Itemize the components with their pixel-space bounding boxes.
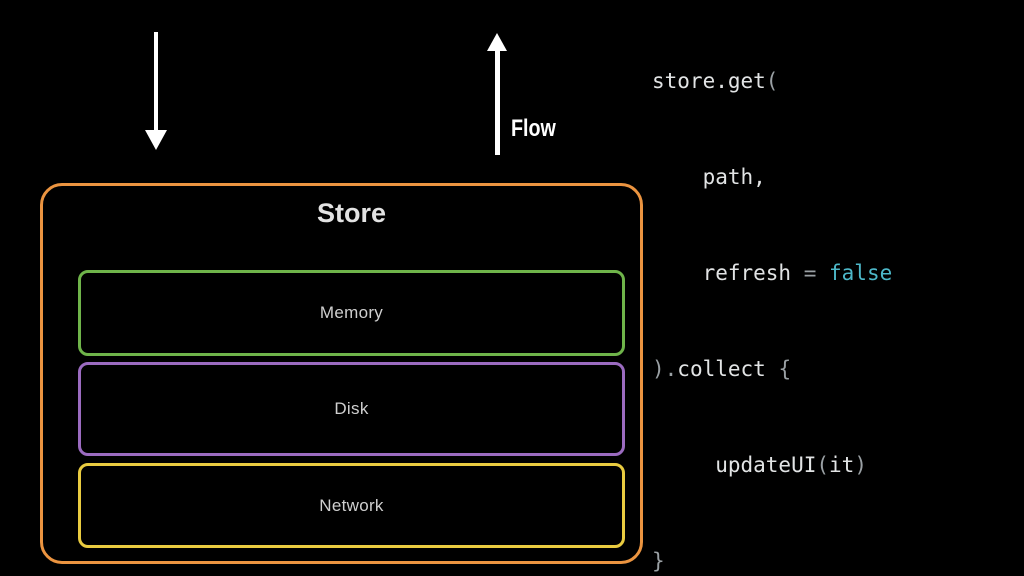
code-token: =: [803, 261, 830, 285]
layer-label-disk: Disk: [334, 399, 369, 418]
layer-disk: Disk: [78, 362, 625, 456]
code-block: store.get( path, refresh = false ).colle…: [652, 1, 892, 576]
code-token: }: [652, 549, 665, 573]
down-arrow-icon: [145, 32, 167, 150]
code-token: (: [765, 69, 779, 93]
up-arrow-icon: [487, 33, 507, 155]
code-line: }: [652, 545, 892, 576]
flow-label: Flow: [511, 115, 556, 142]
code-token: it: [829, 453, 855, 477]
store-container: Store Memory Disk Network: [40, 183, 643, 564]
code-token-false-literal: false: [829, 261, 893, 285]
code-token: (: [816, 453, 830, 477]
code-line: store.get(: [652, 65, 892, 97]
code-token: refresh: [652, 261, 804, 285]
code-token: ): [854, 453, 867, 477]
code-line: updateUI(it): [652, 449, 892, 481]
down-arrow-shaft: [154, 32, 158, 130]
code-token: collect: [677, 357, 766, 381]
code-token: updateUI: [652, 453, 817, 477]
store-title: Store: [316, 198, 387, 228]
code-token: {: [765, 357, 792, 381]
code-token: ).: [652, 357, 678, 381]
layer-network: Network: [78, 463, 625, 548]
code-line: refresh = false: [652, 257, 893, 289]
up-arrow-head: [487, 33, 507, 51]
code-token: path,: [652, 165, 766, 189]
code-line: path,: [652, 161, 892, 193]
code-token: store.get: [652, 69, 766, 93]
layer-memory: Memory: [78, 270, 625, 356]
up-arrow-shaft: [494, 51, 500, 155]
layer-label-network: Network: [319, 495, 384, 515]
down-arrow-head: [145, 130, 167, 150]
layer-label-memory: Memory: [319, 303, 384, 322]
code-line: ).collect {: [652, 353, 892, 385]
